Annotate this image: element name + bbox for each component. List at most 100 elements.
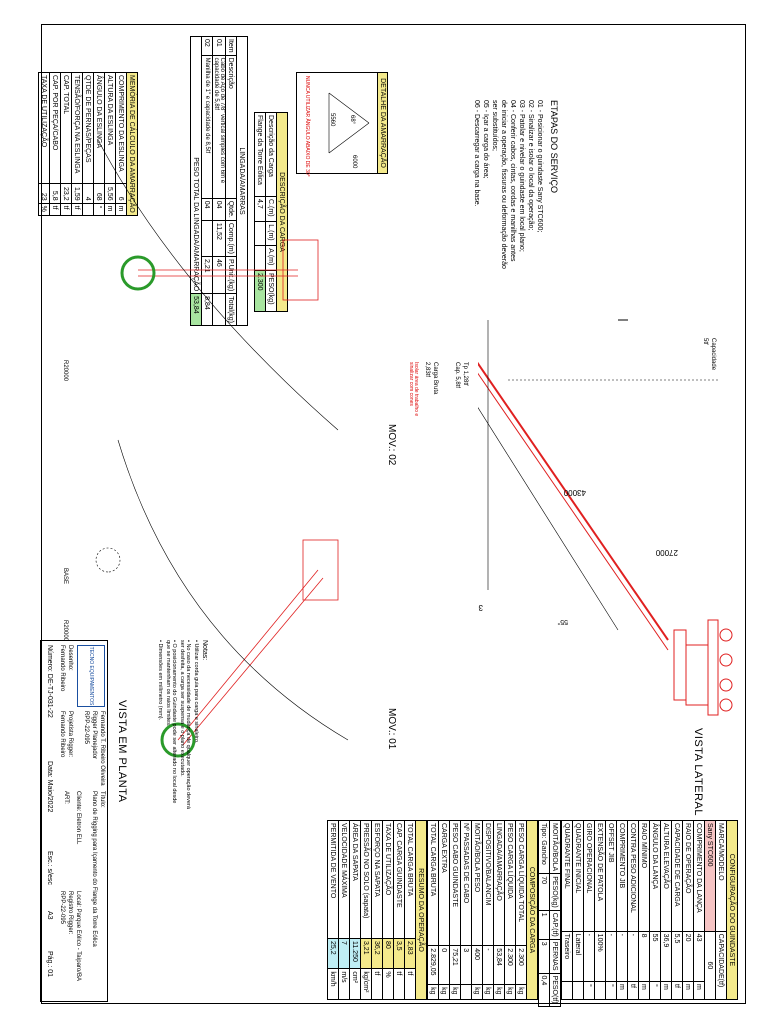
composicao-unit: kg	[482, 984, 494, 1000]
composicao-value: 400	[471, 945, 483, 985]
config-unit: °	[649, 981, 661, 1000]
config-label: COMPRIMENTO DA LANÇA	[693, 820, 705, 932]
config-value: 55	[649, 931, 661, 982]
composicao-unit: kg	[515, 984, 527, 1000]
config-col-cap: CAPACIDADE(tf)	[715, 931, 727, 1000]
resumo-title: RESUMO DA OPERAÇÃO	[415, 820, 427, 1000]
resumo-unit: %	[382, 968, 394, 1000]
data-value: Data: Maio/2022	[46, 761, 53, 813]
resumo-unit: cm²	[349, 968, 361, 1000]
radius-2-label: R20000	[62, 360, 68, 382]
lateral-view-drawing: 43000 36900 27000 55°	[478, 319, 733, 716]
step-item: 05 - Içar a carga do área;	[482, 100, 489, 179]
moitao-header: PESO(kg)	[549, 873, 561, 911]
composicao-label: Nº PASSADAS DE CABO	[460, 820, 472, 946]
moitao-header: MOITÃO/BOLA	[549, 820, 561, 874]
config-marca: Sany STC600	[704, 820, 716, 932]
load-ring-mov2	[120, 255, 156, 291]
resumo-label: PRESSÃO NO SOLO (sapata)	[360, 820, 372, 939]
resumo-value: 2,83	[404, 938, 416, 969]
resumo-unit: kg/cm²	[360, 968, 372, 1000]
composicao-unit: kg	[449, 984, 461, 1000]
config-value: 8	[638, 931, 650, 982]
config-unit	[561, 981, 573, 1000]
resumo-label: VELOCIDADE MÁXIMA	[338, 820, 350, 939]
composicao-value: 2.300	[515, 945, 527, 985]
local-value: Local: Parque Eólico - Taíparo/BA	[75, 891, 81, 981]
config-value: -	[583, 931, 595, 982]
base-circle	[95, 547, 121, 573]
resumo-value: 3,5	[393, 938, 405, 969]
composicao-value: 2.829,05	[427, 945, 439, 985]
resumo-value: 7	[338, 938, 350, 969]
resumo-value: 80	[382, 938, 394, 969]
moitao-cell: 3	[538, 939, 550, 974]
composicao-label: PESO CARGA LÍQUIDA	[504, 820, 516, 946]
amarracao-box: DETALHE DA AMARRAÇÃO 5560 6000 68° NUNCA…	[296, 72, 388, 177]
config-label: EXTENSÃO DE PATOLA	[594, 820, 606, 932]
note-item: • No caso da necessidade de mudança de q…	[179, 640, 191, 809]
art-label: ART:	[63, 791, 69, 804]
lateral-view-title: VISTA LATERAL	[692, 728, 704, 817]
composicao-value: -	[482, 945, 494, 985]
config-col-marca: MARCA/MODELO	[715, 820, 727, 932]
moitao-header: CAP.(tf)	[549, 910, 561, 940]
boom-line	[478, 319, 669, 641]
config-unit: m	[638, 981, 650, 1000]
config-capacidade: 60	[704, 931, 716, 1000]
config-unit	[594, 981, 606, 1000]
config-value: 5,5	[671, 931, 683, 982]
config-value: 43	[693, 931, 705, 982]
radius-arc-mov1	[117, 439, 349, 741]
step-item: ser substituídos;	[491, 100, 498, 151]
signature-role: Rigger Planejador	[91, 711, 97, 760]
config-label: GIRO OPERACIONAL	[583, 820, 595, 932]
projetista-value: Fernando Ribeiro	[59, 711, 65, 758]
memoria-unit: %	[38, 203, 50, 216]
moitao-header: PESO(tf)	[549, 973, 561, 1007]
config-label: RAIO MÍNIMO	[638, 820, 650, 932]
lingada-cell: 02	[201, 36, 213, 56]
config-unit: m	[616, 981, 628, 1000]
composicao-value: 75,21	[449, 945, 461, 985]
pagina-value: Pág.: 01	[46, 951, 53, 978]
composicao-title: COMPOSIÇÃO DA CARGA	[526, 820, 538, 1000]
dim-boom-text: 43000	[563, 488, 586, 497]
dim-radius-text: 36900	[478, 603, 483, 612]
red-note: Isolar área de trabalho e sinalizar com …	[408, 362, 419, 417]
memoria-label: TAXA DE UTILIZAÇÃO	[38, 72, 50, 184]
amarracao-drawing	[328, 92, 370, 154]
config-label: QUADRANTE INICIAL	[572, 820, 584, 932]
resumo-value: 36,2	[371, 938, 383, 969]
config-value: 20	[682, 931, 694, 982]
composicao-unit	[460, 984, 472, 1000]
amarracao-dim-w: 5560	[329, 113, 335, 127]
composicao-unit: kg	[471, 984, 483, 1000]
folha-value: A3	[46, 911, 53, 920]
amarracao-title: DETALHE DA AMARRAÇÃO	[377, 73, 387, 173]
moitao-cell: Tipo: Gancho	[538, 820, 550, 874]
numero-value: Número: DE-TJ-031-22	[46, 645, 53, 718]
memoria-value: 5,8	[49, 183, 61, 204]
moitao-cell: 0,4	[538, 973, 550, 1007]
config-unit: tf	[627, 981, 639, 1000]
composicao-value: 0	[438, 945, 450, 985]
moitao-cell: 70	[538, 873, 550, 911]
resumo-label: ÁREA DA SAPATA	[349, 820, 361, 939]
step-item: de iniciar a operação, fissuras ou defor…	[500, 100, 507, 269]
moitao-table: MOITÃO/BOLA PESO(kg) CAP.(tf) PERNAS PES…	[538, 820, 561, 1007]
radius-1-label: R20000	[62, 620, 68, 642]
resumo-value: 3,21	[360, 938, 372, 969]
config-unit: m	[682, 981, 694, 1000]
resumo-label: TAXA DE UTILIZAÇÃO	[382, 820, 394, 939]
registro-label: Registro Rigger:	[67, 891, 73, 935]
lingada-cell: 01	[212, 36, 226, 56]
resumo-unit: tf	[404, 968, 416, 1000]
config-label: ÂNGULO DA LANÇA	[649, 820, 661, 932]
config-label: COMPRIMENTO JIB	[616, 820, 628, 932]
titulo-label: Título:	[99, 791, 105, 808]
config-unit: m	[660, 981, 672, 1000]
config-label: ALTURA ELEVAÇÃO	[660, 820, 672, 932]
